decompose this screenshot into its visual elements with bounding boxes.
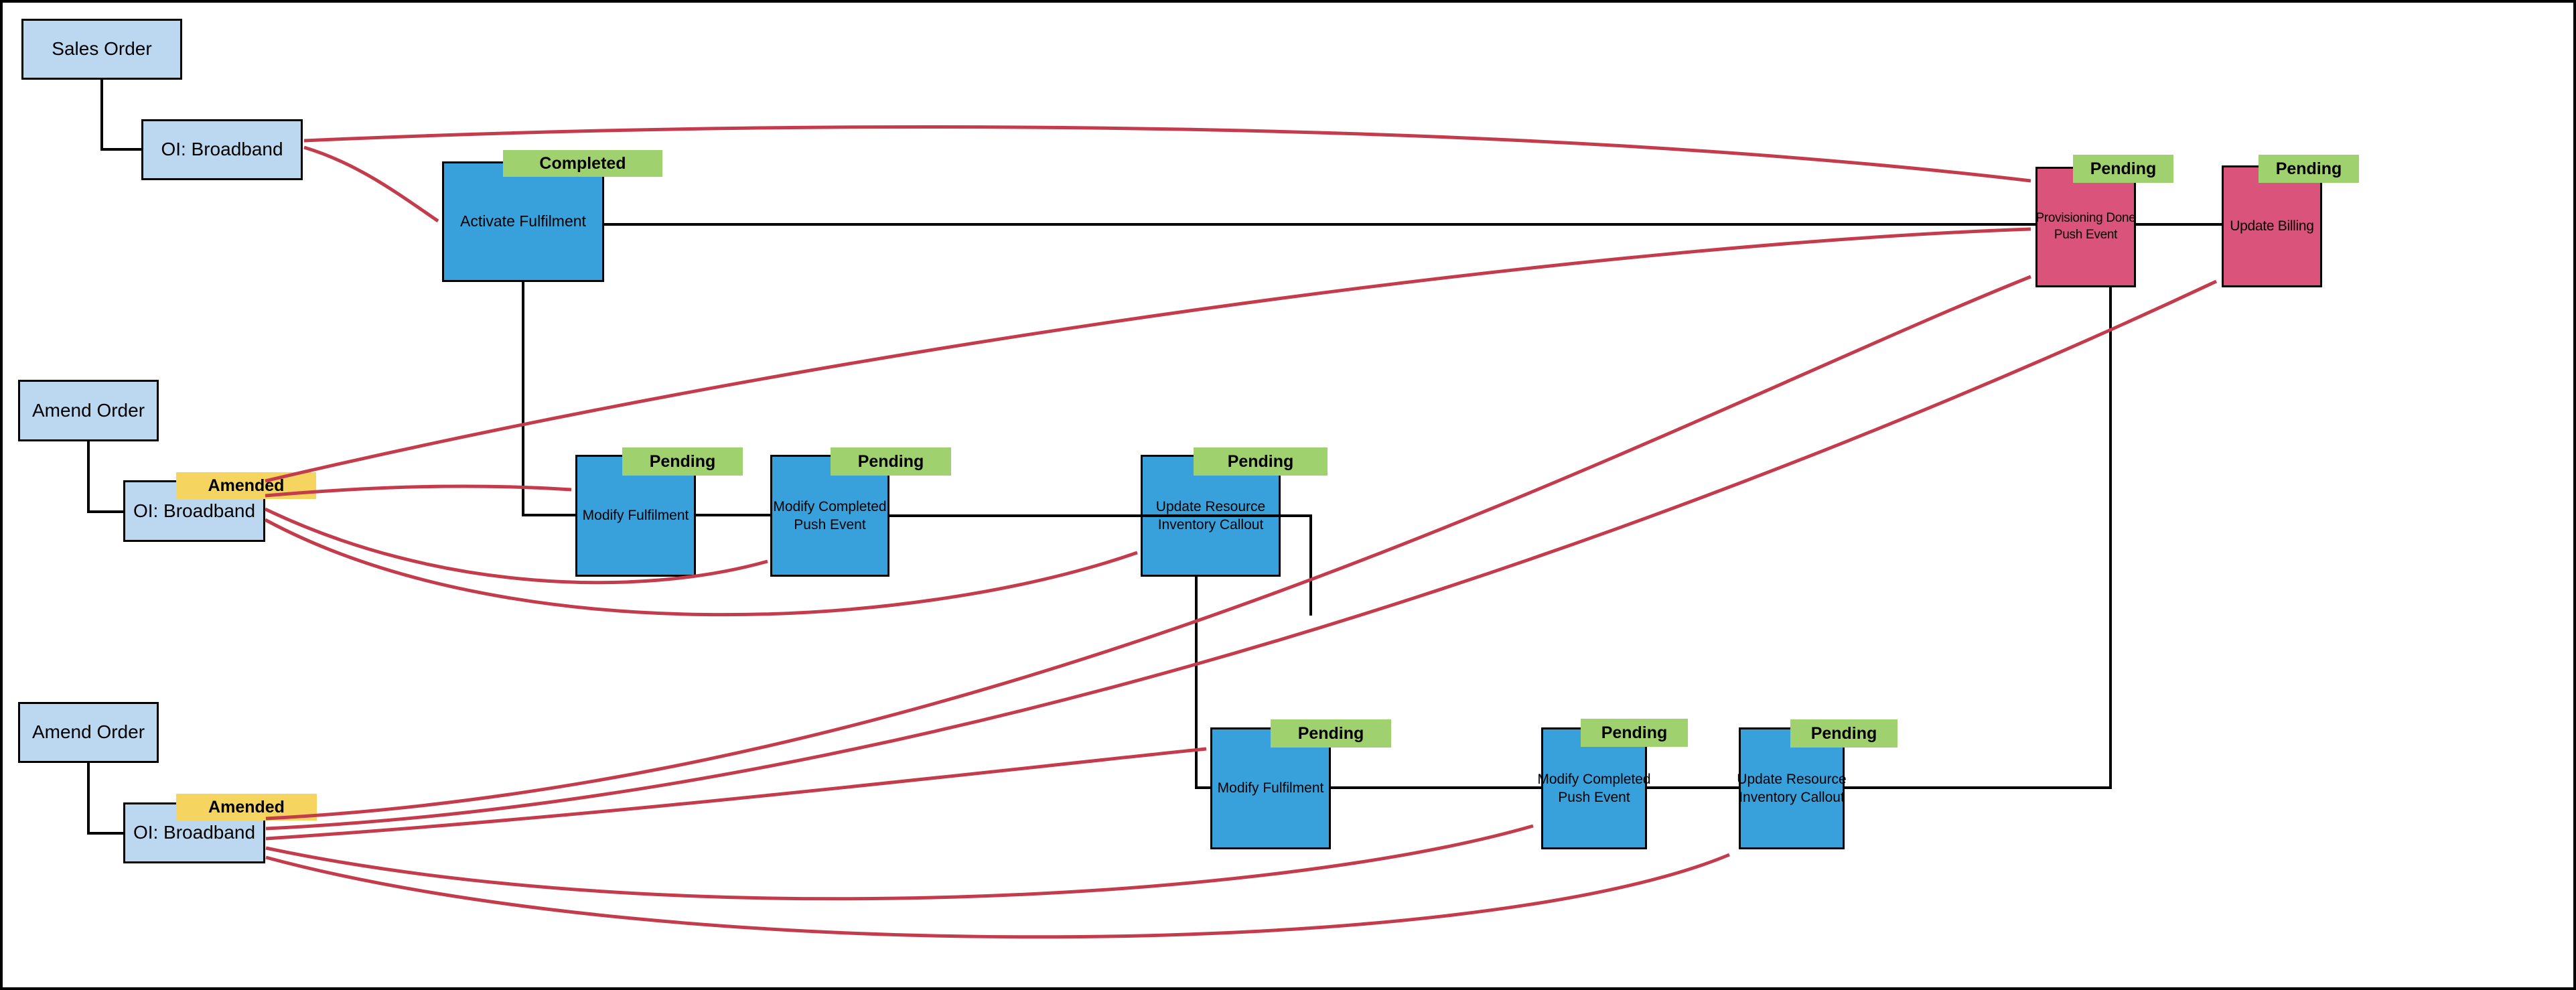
edge-amend-order-1-to-oi-broadband-2: [87, 441, 123, 513]
node-label: Amend Order: [31, 721, 145, 743]
node-label-line1: Modify Completed: [773, 498, 887, 514]
edge-oi1-to-activate-fulfilment: [303, 145, 439, 223]
node-label-line1: Update Resource: [1737, 771, 1847, 787]
node-label: OI: Broadband: [133, 822, 256, 843]
status-badge-amended-oi-broadband-3[interactable]: Amended: [176, 794, 317, 821]
node-label-line1: Modify Completed: [1537, 771, 1651, 787]
status-badge-pending-update-billing[interactable]: Pending: [2259, 155, 2359, 183]
node-label: Modify Fulfilment: [582, 508, 689, 524]
status-badge-amended-oi-broadband-2[interactable]: Amended: [176, 472, 316, 499]
node-label-line2: Push Event: [2054, 228, 2118, 242]
edge-oi3-to-update-resource-2: [265, 853, 1730, 939]
edge-sales-order-to-oi-broadband-1: [100, 80, 141, 151]
node-label: Modify Fulfilment: [1217, 780, 1324, 796]
node-label-line1: Update Resource: [1155, 498, 1266, 514]
edge-oi3-to-modify-fulfilment-2: [265, 747, 1207, 841]
edge-amend-order-2-to-oi-broadband-3: [87, 763, 123, 835]
node-provisioning-done-push-event[interactable]: Provisioning Done Push Event: [2035, 167, 2136, 287]
edge-activate-fulfilment-to-modify-fulfilment-1: [522, 282, 575, 516]
node-activate-fulfilment[interactable]: Activate Fulfilment: [442, 161, 604, 282]
node-oi-broadband-1[interactable]: OI: Broadband: [141, 119, 303, 180]
status-badge-pending-modify-fulfilment-2[interactable]: Pending: [1271, 719, 1391, 748]
node-update-billing[interactable]: Update Billing: [2222, 165, 2322, 287]
node-label: OI: Broadband: [133, 500, 256, 521]
node-label: Sales Order: [52, 38, 152, 60]
node-amend-order-2[interactable]: Amend Order: [18, 702, 159, 763]
status-badge-completed-activate-fulfilment[interactable]: Completed: [503, 150, 662, 177]
status-badge-pending-update-resource-inventory-callout-1[interactable]: Pending: [1194, 447, 1328, 476]
node-label: Activate Fulfilment: [460, 212, 586, 230]
node-label-line2: Inventory Callout: [1157, 517, 1264, 533]
edge-update-resource-2-to-provisioning-done: [1845, 287, 2112, 789]
status-badge-pending-provisioning-done-push-event[interactable]: Pending: [2073, 155, 2173, 183]
status-badge-pending-update-resource-inventory-callout-2[interactable]: Pending: [1790, 719, 1898, 748]
status-badge-pending-modify-fulfilment-1[interactable]: Pending: [622, 447, 743, 476]
status-badge-pending-modify-completed-push-event-1[interactable]: Pending: [831, 447, 951, 476]
node-label-line1: Provisioning Done: [2035, 211, 2136, 226]
edge-update-resource-1-to-modify-fulfilment-2: [1195, 577, 1210, 789]
status-badge-pending-modify-completed-push-event-2[interactable]: Pending: [1581, 719, 1688, 747]
node-label: Amend Order: [31, 399, 145, 421]
edge-oi3-to-modify-completed-2: [265, 824, 1534, 901]
node-label-line2: Push Event: [794, 517, 866, 533]
node-label: OI: Broadband: [161, 139, 283, 160]
node-amend-order-1[interactable]: Amend Order: [18, 380, 159, 441]
node-label-line2: Inventory Callout: [1739, 790, 1845, 805]
node-sales-order[interactable]: Sales Order: [21, 19, 182, 80]
node-label: Update Billing: [2230, 218, 2314, 234]
node-label-line2: Push Event: [1558, 790, 1630, 805]
edge-oi2-to-update-resource-1: [264, 518, 1138, 617]
